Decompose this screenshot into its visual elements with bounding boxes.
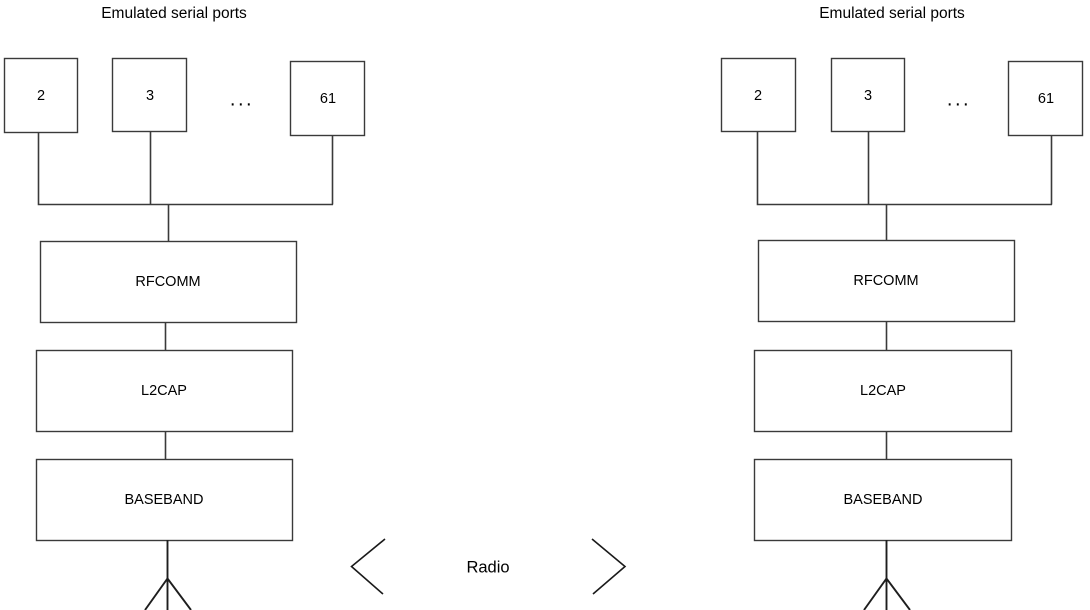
left-port-ellipsis: ... — [230, 88, 254, 110]
right-port-box-61[interactable]: 61 — [1007, 60, 1084, 137]
layer-box-label: L2CAP — [860, 383, 906, 399]
port-box-rect[interactable] — [289, 60, 366, 137]
left-antenna-icon — [144, 540, 192, 610]
port-box-label: 3 — [864, 88, 872, 104]
left-stack: Emulated serial ports 2 3 ... 61 — [3, 5, 366, 610]
right-port-box-2[interactable]: 2 — [720, 57, 797, 133]
chevron-left-icon — [350, 538, 386, 595]
right-layer-baseband[interactable]: BASEBAND — [753, 458, 1013, 542]
port-box-label: 2 — [37, 88, 45, 104]
chevron-right-icon — [591, 538, 627, 595]
right-antenna-icon — [863, 540, 911, 610]
right-port-ellipsis: ... — [947, 88, 971, 110]
left-layer-rfcomm[interactable]: RFCOMM — [39, 240, 298, 324]
layer-box-rect[interactable] — [35, 458, 294, 542]
right-layer-rfcomm[interactable]: RFCOMM — [757, 239, 1016, 323]
port-box-rect[interactable] — [720, 57, 797, 133]
left-port-2-connector — [37, 132, 333, 206]
right-port-box-3[interactable]: 3 — [830, 57, 906, 133]
radio-label: Radio — [466, 558, 509, 576]
layer-box-rect[interactable] — [753, 349, 1013, 433]
right-port-2-connector — [756, 131, 1052, 206]
port-box-label: 61 — [320, 91, 336, 107]
layer-box-label: L2CAP — [141, 383, 187, 399]
layer-box-label: RFCOMM — [135, 274, 200, 290]
radio-link: Radio — [350, 538, 627, 595]
left-layer-baseband[interactable]: BASEBAND — [35, 458, 294, 542]
layer-box-label: BASEBAND — [844, 492, 923, 508]
left-port-box-61[interactable]: 61 — [289, 60, 366, 137]
layer-box-rect[interactable] — [39, 240, 298, 324]
left-port-box-2[interactable]: 2 — [3, 57, 79, 134]
left-port-box-3[interactable]: 3 — [111, 57, 188, 133]
layer-box-label: RFCOMM — [853, 273, 918, 289]
port-box-rect[interactable] — [830, 57, 906, 133]
right-stack: Emulated serial ports 2 3 ... 61 — [720, 5, 1084, 610]
port-box-label: 61 — [1038, 91, 1054, 107]
antenna-arms — [144, 576, 192, 610]
left-layer-l2cap[interactable]: L2CAP — [35, 349, 294, 433]
right-layer-l2cap[interactable]: L2CAP — [753, 349, 1013, 433]
port-box-rect[interactable] — [1007, 60, 1084, 137]
layer-box-rect[interactable] — [753, 458, 1013, 542]
port-box-label: 2 — [754, 88, 762, 104]
layer-box-rect[interactable] — [757, 239, 1016, 323]
left-stack-heading: Emulated serial ports — [101, 5, 247, 22]
layer-box-rect[interactable] — [35, 349, 294, 433]
port-box-label: 3 — [146, 88, 154, 104]
antenna-arms — [863, 576, 911, 610]
port-box-rect[interactable] — [3, 57, 79, 134]
port-box-rect[interactable] — [111, 57, 188, 133]
layer-box-label: BASEBAND — [125, 492, 204, 508]
right-stack-heading: Emulated serial ports — [819, 5, 965, 22]
